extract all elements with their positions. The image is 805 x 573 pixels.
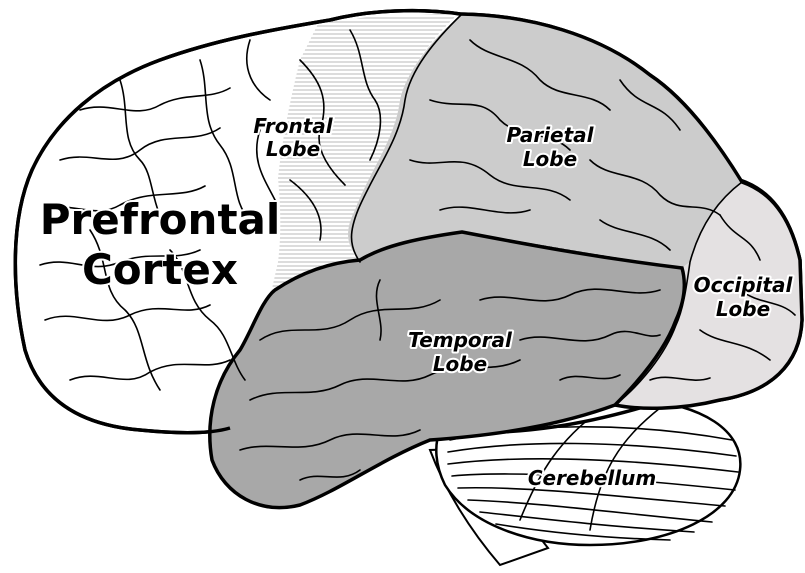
temporal-lobe-label-line1: Temporal [408, 328, 513, 352]
occipital-lobe-label-line1: Occipital [694, 273, 794, 297]
frontal-lobe-label-line1: Frontal [253, 114, 333, 138]
prefrontal-cortex-label-line1: Prefrontal [40, 195, 281, 244]
frontal-lobe-label-line2: Lobe [266, 137, 320, 161]
prefrontal-cortex-label-line2: Cortex [82, 245, 238, 294]
parietal-lobe-label-line2: Lobe [523, 147, 577, 171]
occipital-lobe-label-line2: Lobe [716, 297, 770, 321]
temporal-lobe-label-line2: Lobe [433, 352, 487, 376]
cerebellum-label: Cerebellum [528, 466, 656, 490]
parietal-lobe-label-line1: Parietal [506, 123, 594, 147]
